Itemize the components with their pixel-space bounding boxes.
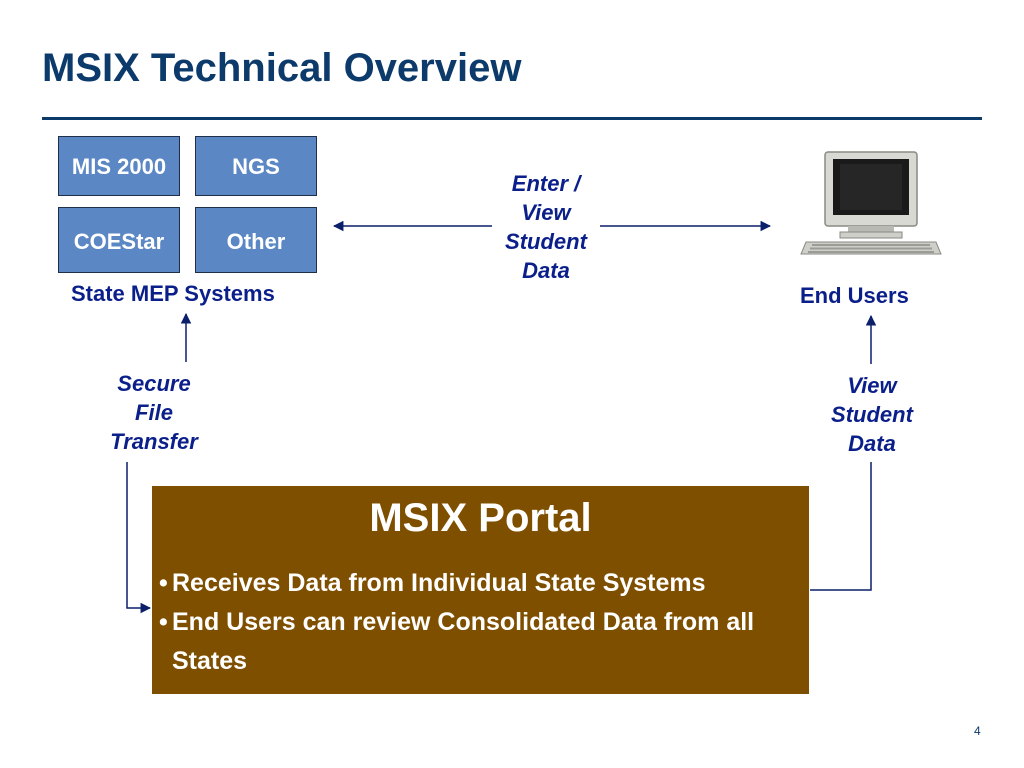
- label-line: Student: [505, 229, 587, 254]
- label-line: Transfer: [110, 429, 198, 454]
- label-line: View: [521, 200, 571, 225]
- bullet-icon: •: [159, 608, 168, 636]
- state-system-coestar: COEStar: [58, 207, 180, 273]
- portal-bullet: •Receives Data from Individual State Sys…: [158, 564, 803, 603]
- computer-icon: [800, 150, 942, 265]
- state-systems-caption: State MEP Systems: [71, 281, 275, 306]
- enter-view-data-label: Enter / View Student Data: [492, 169, 600, 285]
- state-system-label: NGS: [232, 154, 280, 179]
- label-line: Data: [848, 431, 896, 456]
- label-line: View: [847, 373, 897, 398]
- label-line: Data: [522, 258, 570, 283]
- portal-bullet-list: •Receives Data from Individual State Sys…: [158, 564, 803, 681]
- view-student-data-label: View Student Data: [818, 371, 926, 458]
- portal-title: MSIX Portal: [369, 496, 592, 540]
- label-line: Enter /: [511, 171, 581, 196]
- title-divider: [42, 117, 982, 120]
- bullet-icon: •: [159, 569, 168, 597]
- state-system-mis2000: MIS 2000: [58, 136, 180, 196]
- label-line: Student: [831, 402, 913, 427]
- secure-file-transfer-label: Secure File Transfer: [100, 369, 208, 456]
- end-users-caption: End Users: [800, 283, 909, 308]
- bullet-text: End Users can review Consolidated Data f…: [172, 608, 755, 675]
- state-system-label: COEStar: [73, 229, 165, 254]
- state-system-label: MIS 2000: [71, 154, 167, 179]
- page-number: 4: [974, 724, 981, 738]
- state-system-label: Other: [226, 229, 286, 254]
- page-title: MSIX Technical Overview: [42, 46, 522, 90]
- bullet-text: Receives Data from Individual State Syst…: [172, 569, 706, 597]
- state-system-other: Other: [195, 207, 317, 273]
- msix-portal-box: MSIX Portal •Receives Data from Individu…: [152, 486, 809, 694]
- label-line: File: [135, 400, 173, 425]
- portal-bullet: •End Users can review Consolidated Data …: [158, 603, 803, 681]
- state-system-ngs: NGS: [195, 136, 317, 196]
- label-line: Secure: [117, 371, 191, 396]
